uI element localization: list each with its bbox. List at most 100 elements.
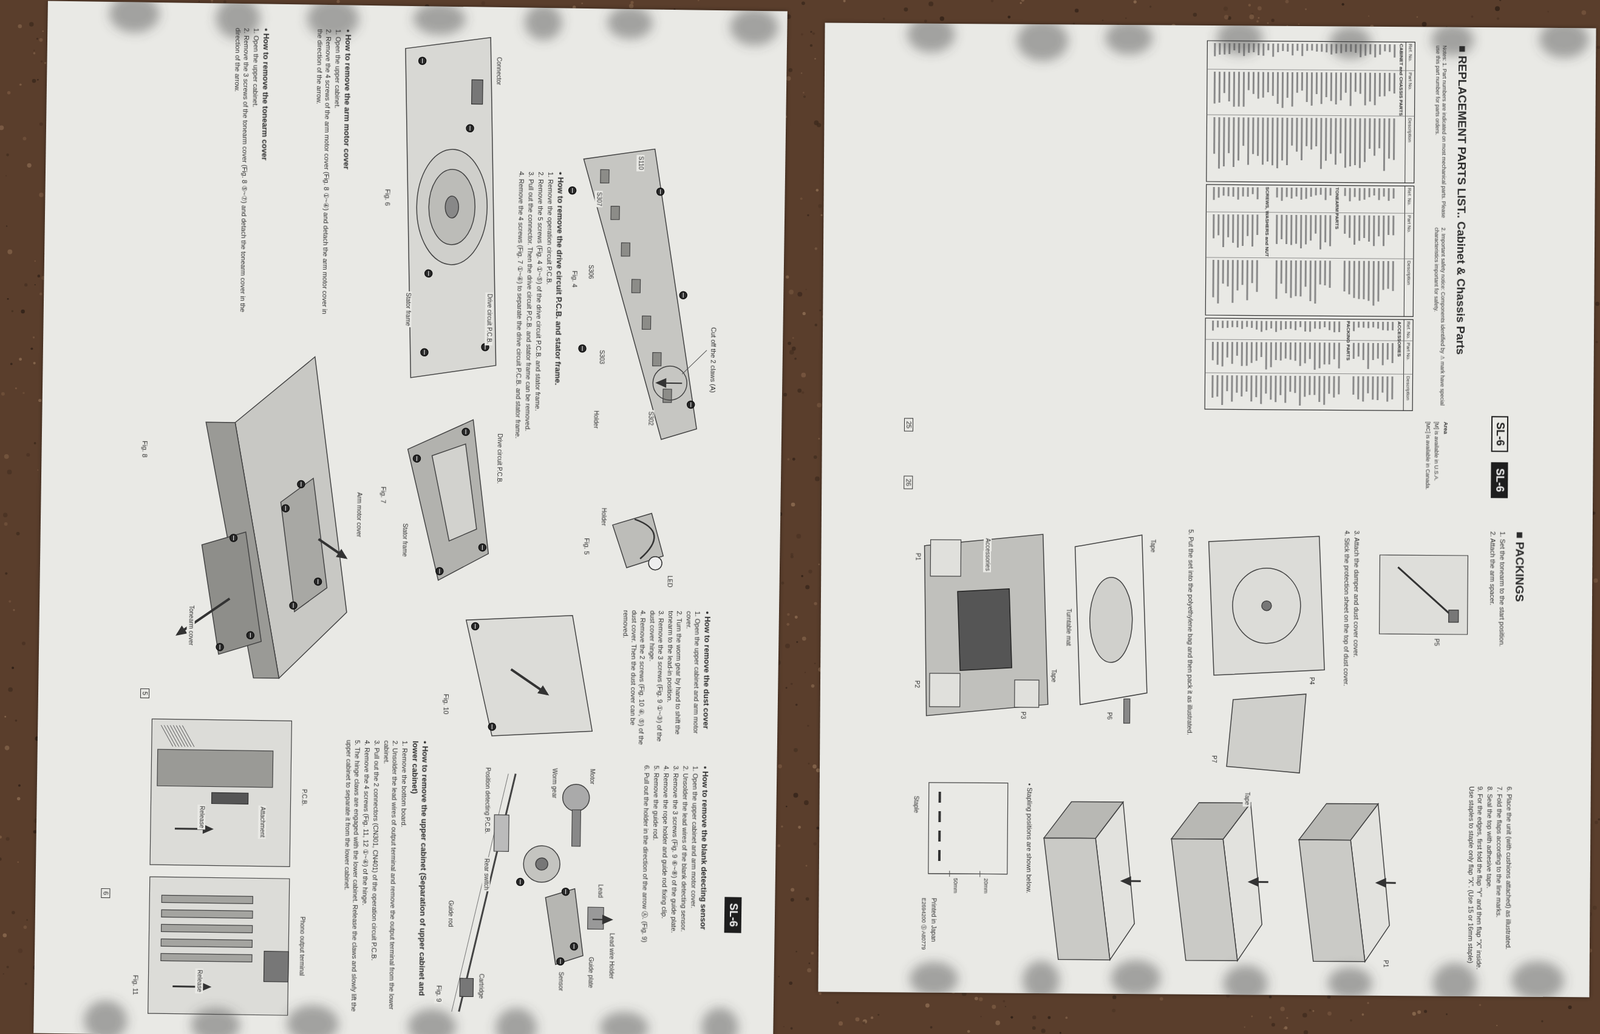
carpet-fiber: [814, 476, 820, 482]
carpet-fiber: [6, 966, 10, 969]
carpet-fiber: [15, 719, 18, 722]
carpet-fiber: [1271, 1023, 1276, 1027]
carpet-fiber: [1309, 1009, 1312, 1012]
carpet-fiber: [17, 797, 21, 801]
carpet-fiber: [1304, 8, 1307, 11]
carpet-fiber: [930, 1026, 933, 1029]
carpet-fiber: [3, 513, 8, 518]
carpet-fiber: [978, 997, 984, 1002]
carpet-fiber: [36, 37, 39, 40]
carpet-fiber: [797, 292, 803, 297]
carpet-fiber: [37, 274, 41, 278]
carpet-fiber: [4, 745, 10, 751]
carpet-fiber: [4, 522, 8, 526]
carpet-fiber: [781, 581, 785, 585]
carpet-fiber: [1581, 10, 1587, 16]
carpet-fiber: [1366, 1001, 1369, 1004]
carpet-fiber: [1249, 14, 1254, 20]
carpet-fiber: [813, 601, 817, 605]
carpet-fiber: [796, 641, 798, 644]
carpet-fiber: [1125, 17, 1127, 19]
carpet-fiber: [1271, 18, 1275, 22]
carpet-fiber: [786, 613, 790, 616]
carpet-fiber: [788, 981, 793, 985]
carpet-fiber: [1133, 0, 1137, 4]
carpet-fiber: [780, 825, 783, 828]
carpet-fiber: [789, 349, 795, 355]
carpet-fiber: [22, 392, 25, 395]
carpet-fiber: [785, 687, 788, 690]
carpet-fiber: [882, 17, 886, 21]
carpet-fiber: [814, 57, 817, 60]
carpet-fiber: [791, 346, 797, 351]
carpet-fiber: [1595, 340, 1599, 344]
carpet-fiber: [11, 666, 14, 670]
carpet-fiber: [336, 0, 340, 4]
carpet-fiber: [1594, 820, 1599, 825]
carpet-fiber: [1003, 1000, 1006, 1003]
carpet-fiber: [44, 61, 47, 64]
carpet-fiber: [924, 19, 928, 23]
carpet-fiber: [785, 643, 790, 649]
carpet-fiber: [1496, 1024, 1498, 1027]
carpet-fiber: [34, 260, 36, 262]
carpet-fiber: [18, 24, 23, 29]
carpet-fiber: [1223, 6, 1228, 11]
carpet-fiber: [1417, 1010, 1421, 1015]
carpet-fiber: [42, 30, 44, 32]
carpet-fiber: [26, 452, 30, 457]
carpet-fiber: [800, 372, 806, 378]
carpet-fiber: [4, 715, 7, 718]
carpet-fiber: [980, 1015, 982, 1018]
carpet-fiber: [39, 292, 43, 296]
carpet-fiber: [788, 68, 793, 73]
carpet-fiber: [1423, 1009, 1427, 1013]
carpet-fiber: [37, 469, 39, 471]
carpet-fiber: [808, 962, 811, 965]
carpet-fiber: [796, 533, 801, 539]
carpet-fiber: [806, 214, 809, 217]
carpet-fiber: [800, 72, 803, 74]
carpet-fiber: [1256, 20, 1259, 23]
carpet-fiber: [967, 1029, 971, 1033]
carpet-fiber: [1302, 1012, 1308, 1018]
carpet-fiber: [786, 622, 790, 627]
carpet-fiber: [1019, 1, 1022, 4]
carpet-fiber: [198, 0, 200, 2]
carpet-fiber: [808, 569, 812, 574]
carpet-fiber: [790, 1027, 794, 1030]
carpet-fiber: [1592, 905, 1597, 911]
carpet-fiber: [854, 1017, 860, 1022]
carpet-fiber: [1479, 1003, 1482, 1007]
carpet-fiber: [37, 78, 39, 81]
carpet-fiber: [4, 454, 10, 460]
carpet-fiber: [785, 275, 789, 279]
carpet-fiber: [1547, 10, 1549, 13]
carpet-fiber: [1244, 1026, 1246, 1029]
carpet-fiber: [7, 469, 13, 475]
carpet-fiber: [33, 52, 36, 55]
carpet-fiber: [12, 609, 15, 611]
carpet-fiber: [5, 174, 7, 177]
carpet-fiber: [1280, 1006, 1285, 1012]
carpet-fiber: [1494, 6, 1500, 11]
carpet-fiber: [785, 805, 787, 807]
carpet-fiber: [29, 21, 35, 27]
carpet-fiber: [39, 122, 44, 126]
carpet-fiber: [797, 388, 802, 393]
carpet-fiber: [813, 455, 818, 460]
carpet-fiber: [928, 1, 934, 7]
carpet-fiber: [10, 363, 13, 366]
carpet-fiber: [805, 289, 807, 291]
carpet-fiber: [806, 967, 812, 973]
carpet-fiber: [1041, 1028, 1046, 1033]
carpet-fiber: [6, 225, 8, 227]
carpet-fiber: [792, 337, 795, 339]
carpet-fiber: [810, 44, 813, 47]
carpet-fiber: [1065, 1016, 1069, 1019]
carpet-fiber: [797, 825, 801, 829]
carpet-fiber: [1286, 1017, 1288, 1019]
carpet-fiber: [810, 951, 814, 955]
carpet-fiber: [805, 897, 810, 902]
carpet-fiber: [1416, 16, 1419, 19]
